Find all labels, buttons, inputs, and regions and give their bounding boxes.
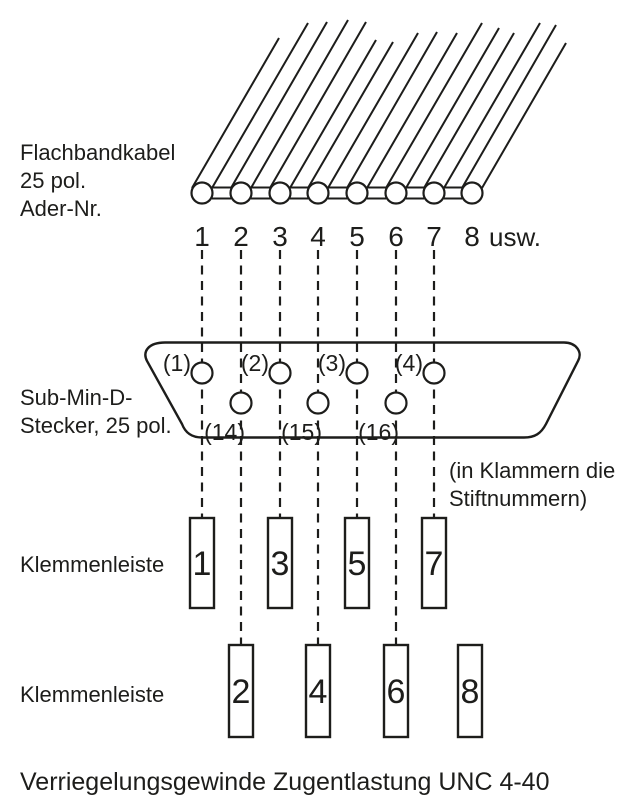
pin-note: (in Klammern die Stiftnummern) [449,458,615,511]
terminal-box [456,643,484,739]
cable-wire-line [461,24,557,189]
terminal-box [266,516,294,610]
cable-label-line2: 25 pol. [20,168,86,193]
terminal-box [304,643,332,739]
terminal-strip-label-1: Klemmenleiste [20,552,164,577]
cable-wire-line [405,27,500,189]
cable-label-line1: Flachbandkabel [20,140,175,165]
wire-number: 6 [388,221,404,252]
cable-wire-ends [190,181,484,205]
terminal-strip-row1: 1 3 5 7 [188,516,448,610]
cable-wire-line [481,42,567,189]
pin-note-line2: Stiftnummern) [449,486,587,511]
cable-label-line3: Ader-Nr. [20,196,102,221]
cable-wire-end-circle [345,181,369,205]
wire-number: 8 [464,221,480,252]
terminal-box [343,516,371,610]
terminal-box [227,643,255,739]
terminal-number: 4 [309,673,328,711]
connector-pin-circle [422,361,446,385]
terminal-box [420,516,448,610]
connector-outline [144,341,581,439]
pin-number-label: (15) [281,419,322,445]
cable-wire-end-circle [190,181,214,205]
cable-wire-line [443,22,541,189]
cable-wire-end-circle [268,181,292,205]
cable-wire-end-circle [229,181,253,205]
cable-wire-end-circle [384,181,408,205]
pin-number-label: (14) [204,419,245,445]
connector-pin-circle [345,361,369,385]
cable-wire-line [289,39,377,189]
terminal-box [188,516,216,610]
cable-wire-line [230,21,328,189]
connector-pin-circle [190,361,214,385]
terminal-box [382,643,410,739]
terminal-number: 7 [425,545,444,583]
connector-label: Sub-Min-D- Stecker, 25 pol. [20,385,172,438]
wire-numbers: 1 2 3 4 5 6 7 8 usw. [194,221,541,252]
cable-wire-end-circle [306,181,330,205]
terminal-number: 3 [271,545,290,583]
connector-pins [190,361,446,415]
connector-pin-circle [229,391,253,415]
terminal-number: 2 [232,673,251,711]
terminal-strip-label-2: Klemmenleiste [20,682,164,707]
wire-number: 4 [310,221,326,252]
terminal-strip-row2: 2 4 6 8 [227,643,484,739]
pin-number-label: (1) [163,350,191,376]
connector-label-line1: Sub-Min-D- [20,385,132,410]
ribbon-web [212,186,462,200]
cable-label: Flachbandkabel 25 pol. Ader-Nr. [20,140,175,221]
terminal-number: 1 [193,545,212,583]
footer-label: Verriegelungsgewinde Zugentlastung UNC 4… [20,768,550,796]
cable-wire-line [307,41,394,189]
wire-number: 3 [272,221,288,252]
cable-wire-line [327,32,419,189]
cable-wire-line [191,37,280,189]
pin-number-label: (2) [241,350,269,376]
cable-wire-end-circle [460,181,484,205]
wire-number: 2 [233,221,249,252]
connector-pin-circle [306,391,330,415]
wire-number: 5 [349,221,365,252]
connector-pin-circle [268,361,292,385]
pin-number-label: (3) [318,350,346,376]
usw-label: usw. [489,222,541,252]
terminal-number: 8 [461,673,480,711]
cable-wire-line [366,32,458,189]
ribbon-cable-wires [191,19,567,189]
wire-number: 7 [426,221,442,252]
connection-dashes [200,250,436,645]
connector-pin-circle [384,391,408,415]
pin-note-line1: (in Klammern die [449,458,615,483]
cable-wire-line [385,22,483,189]
terminal-number: 6 [387,673,406,711]
cable-wire-line [269,21,367,189]
cable-wire-line [211,22,309,189]
pin-number-label: (16) [358,419,399,445]
terminal-number: 5 [348,545,367,583]
pin-number-label: (4) [395,350,423,376]
cable-wire-line [346,31,438,189]
cable-wire-line [423,32,515,189]
cable-wire-line [250,19,349,189]
cable-wire-end-circle [422,181,446,205]
pin-number-labels: (1) (2) (3) (4) (14) (15) (16) [163,350,423,445]
wire-number: 1 [194,221,210,252]
connector-label-line2: Stecker, 25 pol. [20,413,172,438]
